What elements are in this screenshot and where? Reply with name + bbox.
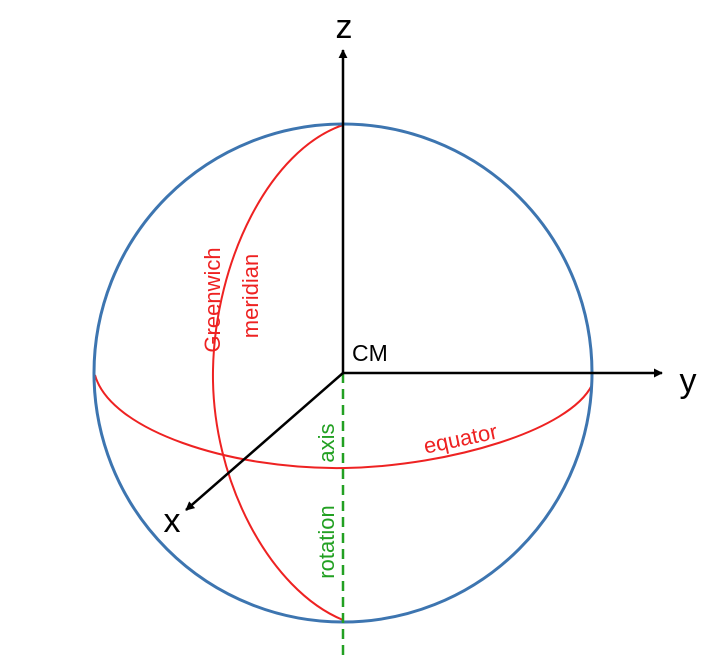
z-axis-label: z bbox=[336, 8, 353, 46]
x-axis-label: x bbox=[164, 502, 181, 540]
rotation-label: rotation bbox=[314, 505, 339, 578]
meridian-label: meridian bbox=[238, 254, 263, 338]
x-axis-arrow bbox=[185, 372, 344, 511]
greenwich-meridian-curve bbox=[211, 124, 344, 621]
greenwich-label: Greenwich bbox=[200, 247, 225, 352]
equator-curve bbox=[94, 374, 593, 470]
axis-label: axis bbox=[314, 423, 339, 462]
cm-label: CM bbox=[352, 340, 388, 366]
y-axis-label: y bbox=[680, 362, 697, 400]
